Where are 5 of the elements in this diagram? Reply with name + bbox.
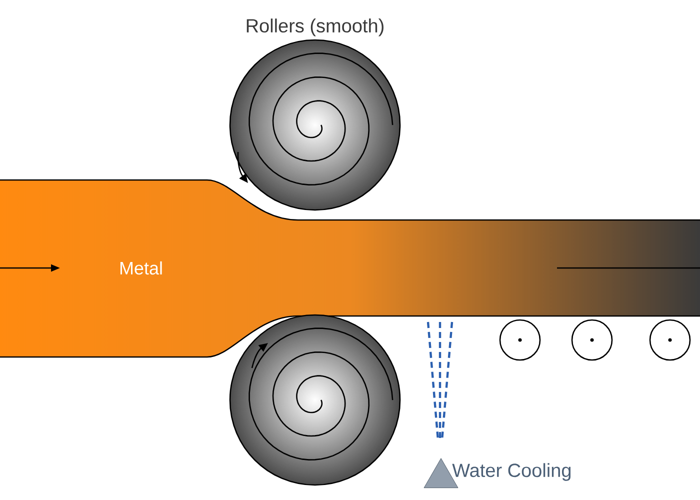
nozzle: Water Cooling [424,458,571,488]
node-label: Water Cooling [452,463,571,481]
metal-strip: Metal [0,179,700,358]
node-label: Rollers (smooth) [246,18,384,36]
roller [229,314,401,486]
